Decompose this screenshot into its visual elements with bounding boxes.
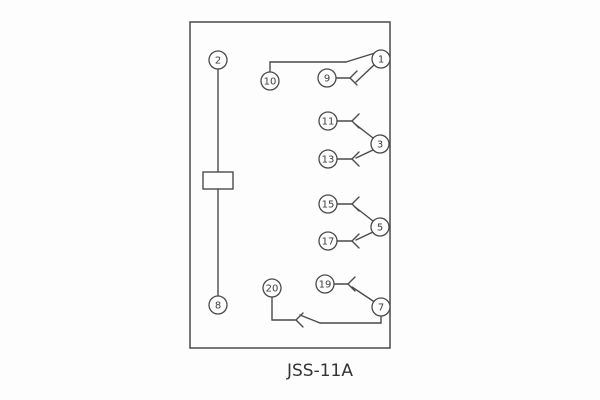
terminal-7 bbox=[371, 297, 391, 317]
terminal-10 bbox=[260, 71, 280, 91]
contact-group-top: 10 9 1 bbox=[260, 49, 391, 91]
relay-case-outline bbox=[189, 21, 391, 349]
moving-blade-1 bbox=[345, 52, 376, 63]
diagram-caption: JSS-11A bbox=[286, 361, 353, 381]
contact-group-11-3-13: 11 3 13 bbox=[318, 111, 390, 169]
terminal-17-label: 17 bbox=[322, 237, 335, 248]
terminal-3-label: 3 bbox=[377, 140, 383, 151]
terminal-13 bbox=[318, 149, 338, 169]
terminal-15 bbox=[318, 194, 338, 214]
terminal-8 bbox=[208, 295, 228, 315]
contact-fork-17-icon bbox=[351, 233, 360, 249]
terminal-3 bbox=[370, 134, 390, 154]
terminal-2 bbox=[208, 50, 228, 70]
terminal-19 bbox=[315, 274, 335, 294]
terminal-19-label: 19 bbox=[319, 280, 332, 291]
terminal-15-label: 15 bbox=[322, 200, 335, 211]
terminal-20 bbox=[262, 278, 282, 298]
terminal-10-label: 10 bbox=[264, 77, 277, 88]
terminal-7-label: 7 bbox=[378, 303, 384, 314]
blade-7-to-20-line bbox=[299, 314, 321, 324]
blade-3-to-11-line bbox=[354, 123, 374, 139]
terminal-5-label: 5 bbox=[377, 223, 383, 234]
blade-5-to-15-line bbox=[354, 206, 374, 222]
blade-7-to-19-line bbox=[351, 286, 374, 302]
contact-fork-19-icon bbox=[347, 276, 356, 292]
terminal-9 bbox=[317, 68, 337, 88]
terminal-2-label: 2 bbox=[215, 56, 221, 67]
contact-fork-9-icon bbox=[349, 70, 358, 86]
terminal-8-label: 8 bbox=[215, 301, 221, 312]
terminal-5 bbox=[370, 217, 390, 237]
terminal-20-label: 20 bbox=[266, 284, 279, 295]
terminal-1 bbox=[371, 49, 391, 69]
coil-branch: 2 8 bbox=[202, 50, 234, 315]
terminal-11 bbox=[318, 111, 338, 131]
contact-group-15-5-17: 15 5 17 bbox=[318, 194, 390, 251]
contact-fork-13-icon bbox=[351, 151, 360, 167]
terminal-1-label: 1 bbox=[378, 55, 384, 66]
terminal-11-label: 11 bbox=[322, 117, 335, 128]
contact-group-bottom: 20 19 7 bbox=[262, 274, 391, 328]
blade-5-to-17-line bbox=[355, 231, 374, 241]
terminal-17 bbox=[318, 231, 338, 251]
terminal-13-label: 13 bbox=[322, 155, 335, 166]
terminal-9-label: 9 bbox=[324, 74, 330, 85]
blade-1-to-9-line bbox=[355, 64, 375, 83]
coil-symbol bbox=[202, 171, 234, 190]
blade-3-to-13-line bbox=[355, 149, 374, 159]
